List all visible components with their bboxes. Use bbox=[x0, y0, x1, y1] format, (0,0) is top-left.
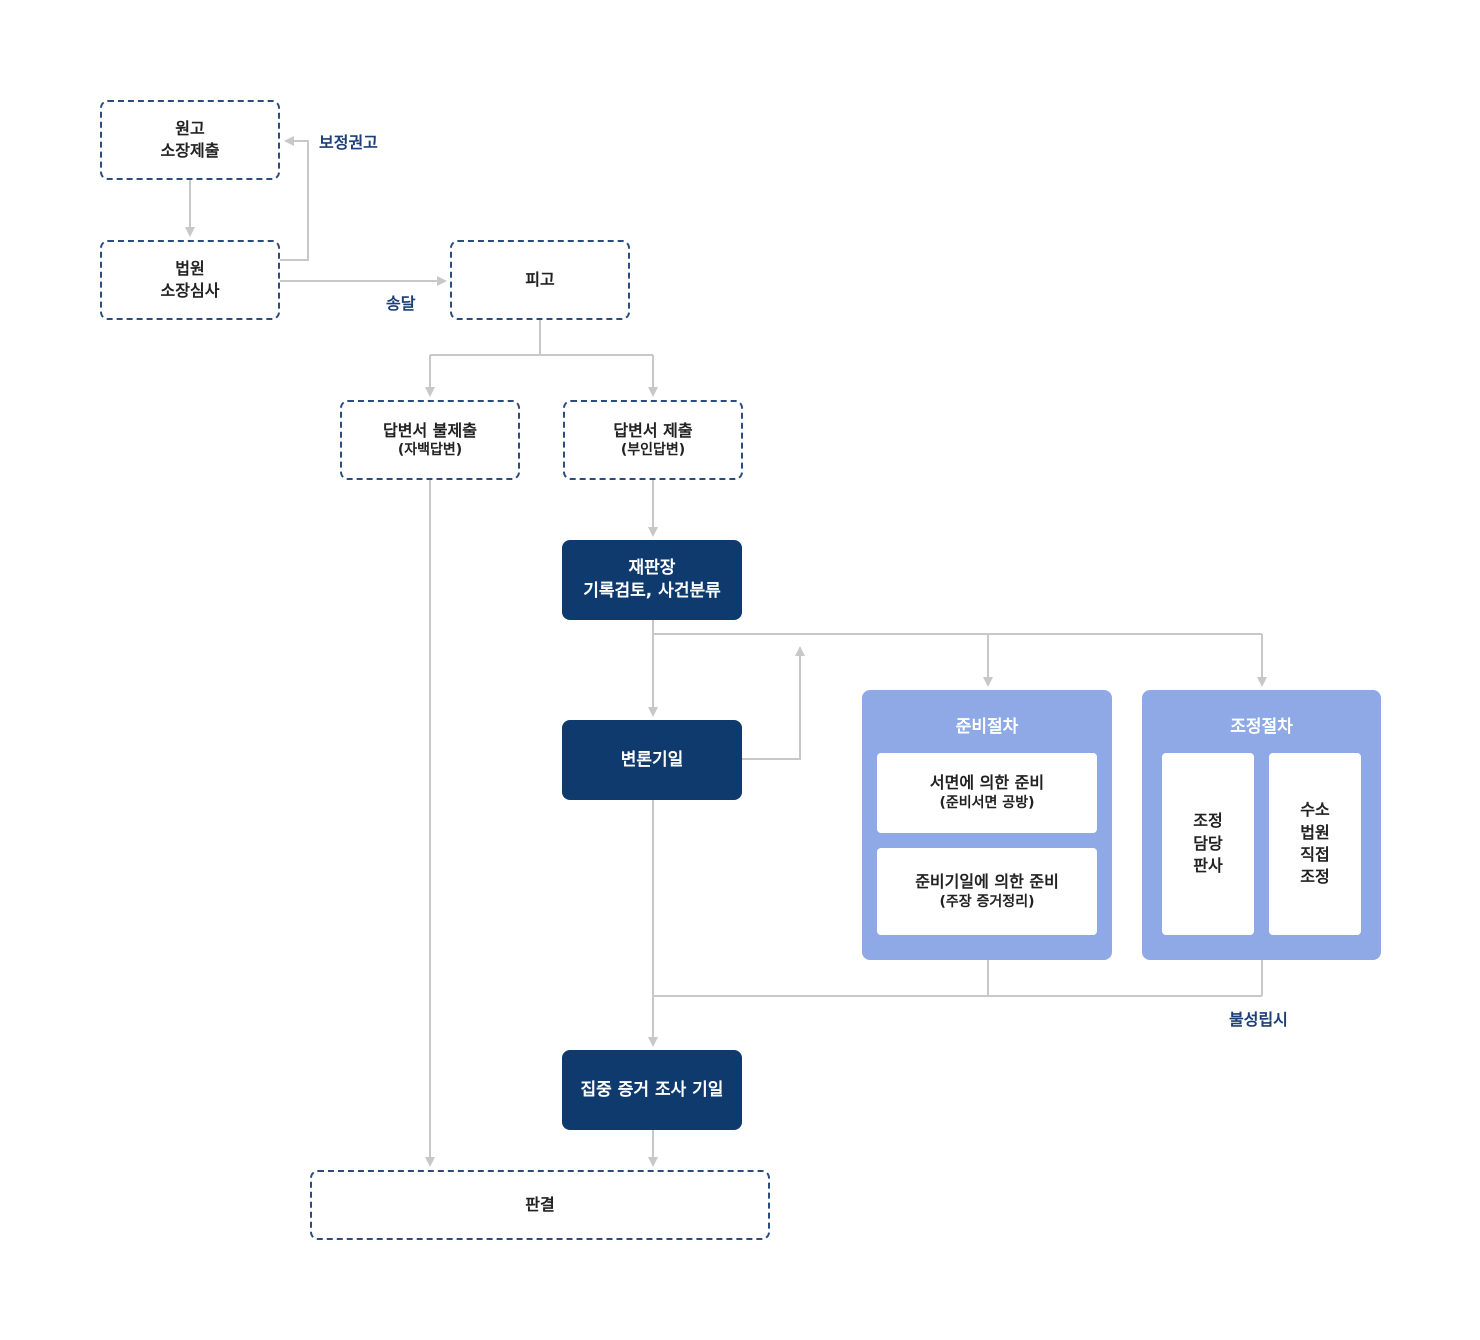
answer-node: 답변서 제출 (부인답변) bbox=[563, 400, 743, 480]
hearing-preparation-line2: (주장 증거정리) bbox=[939, 893, 1035, 910]
defendant-node: 피고 bbox=[450, 240, 630, 320]
court-review-node: 법원 소장심사 bbox=[100, 240, 280, 320]
review-line1: 재판장 bbox=[628, 558, 676, 579]
hearing-node: 변론기일 bbox=[562, 720, 742, 800]
hearing-label: 변론기일 bbox=[620, 749, 684, 770]
delivery-label: 송달 bbox=[386, 294, 416, 313]
judgment-node: 판결 bbox=[310, 1170, 770, 1240]
arrow-correction-loop bbox=[280, 136, 309, 261]
line-defendant-split bbox=[430, 320, 653, 356]
judgment-label: 판결 bbox=[525, 1195, 555, 1215]
answer-line2: (부인답변) bbox=[620, 442, 686, 459]
hearing-preparation-box: 준비기일에 의한 준비 (주장 증거정리) bbox=[877, 848, 1097, 935]
plaintiff-filing-line1: 원고 bbox=[175, 119, 205, 139]
review-classification-node: 재판장 기록검토, 사건분류 bbox=[562, 540, 742, 620]
written-preparation-line2: (준비서면 공방) bbox=[939, 795, 1035, 812]
arrow-hearing-loop bbox=[742, 646, 805, 760]
defendant-label: 피고 bbox=[525, 270, 555, 290]
line-panels-return bbox=[653, 960, 1263, 997]
court-review-line1: 법원 bbox=[175, 259, 205, 279]
written-preparation-line1: 서면에 의한 준비 bbox=[929, 773, 1045, 792]
mediation-judge-box: 조정 담당 판사 bbox=[1162, 753, 1254, 935]
plaintiff-filing-line2: 소장제출 bbox=[160, 141, 220, 160]
line-review-branch bbox=[652, 620, 1262, 635]
mediation-panel: 조정절차 조정 담당 판사 수소 법원 직접 조정 bbox=[1142, 690, 1381, 960]
review-line2: 기록검토, 사건분류 bbox=[583, 581, 721, 601]
preparation-panel-title: 준비절차 bbox=[955, 717, 1019, 737]
court-direct-mediation-box: 수소 법원 직접 조정 bbox=[1269, 753, 1361, 935]
evidence-hearing-label: 집중 증거 조사 기일 bbox=[580, 1079, 724, 1100]
hearing-preparation-line1: 준비기일에 의한 준비 bbox=[915, 871, 1059, 891]
preparation-panel: 준비절차 서면에 의한 준비 (준비서면 공방) 준비기일에 의한 준비 (주장… bbox=[862, 690, 1112, 960]
no-answer-line2: (자백답변) bbox=[397, 442, 463, 459]
written-preparation-box: 서면에 의한 준비 (준비서면 공방) bbox=[877, 753, 1097, 833]
mediation-panel-title: 조정절차 bbox=[1230, 717, 1293, 737]
failure-label: 불성립시 bbox=[1229, 1010, 1288, 1029]
court-review-line2: 소장심사 bbox=[160, 281, 220, 300]
plaintiff-filing-node: 원고 소장제출 bbox=[100, 100, 280, 180]
no-answer-node: 답변서 불제출 (자백답변) bbox=[340, 400, 520, 480]
no-answer-line1: 답변서 불제출 bbox=[383, 420, 477, 440]
evidence-hearing-node: 집중 증거 조사 기일 bbox=[562, 1050, 742, 1130]
answer-line1: 답변서 제출 bbox=[613, 420, 693, 440]
correction-label: 보정권고 bbox=[319, 133, 378, 152]
